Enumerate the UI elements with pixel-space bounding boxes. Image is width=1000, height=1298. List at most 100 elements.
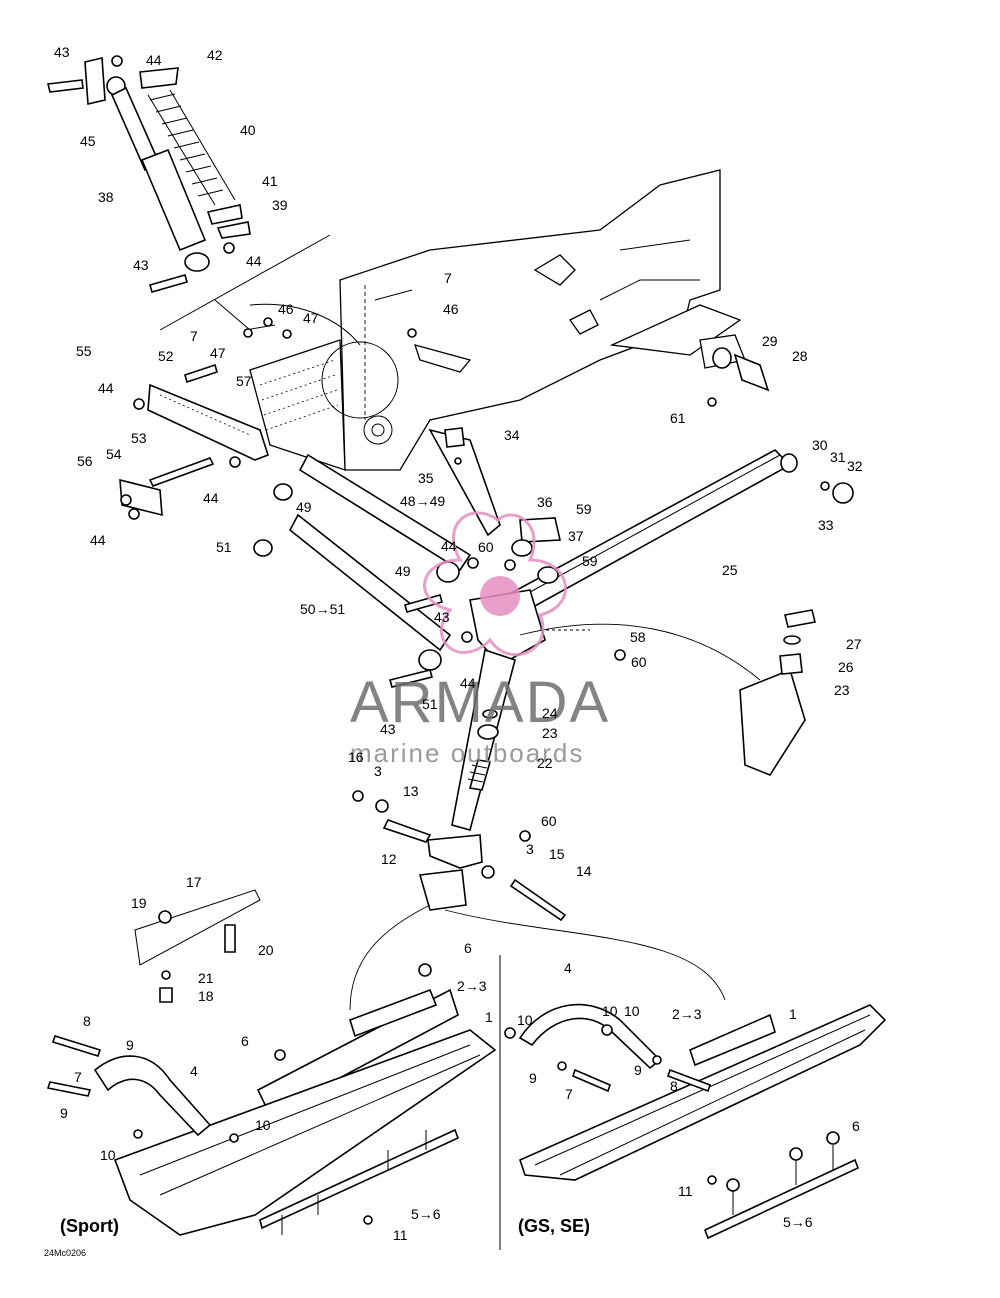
callout-44: 44 (460, 675, 476, 691)
callout-43: 43 (54, 44, 70, 60)
callout-54: 54 (106, 446, 122, 462)
callout-11: 11 (393, 1227, 408, 1243)
callout-4: 4 (190, 1063, 198, 1079)
callout-9: 9 (529, 1070, 537, 1086)
callout-8: 8 (670, 1078, 678, 1094)
callout-7: 7 (444, 270, 452, 286)
callout-43: 43 (380, 721, 396, 737)
sport-ski-assembly (46, 889, 497, 1236)
callout-59: 59 (582, 553, 598, 569)
callout-52: 52 (158, 348, 174, 364)
callout-60: 60 (541, 813, 557, 829)
callout-60: 60 (478, 539, 494, 555)
callout-21: 21 (198, 970, 214, 986)
callout-9: 9 (126, 1037, 134, 1053)
callout-10: 10 (624, 1003, 640, 1019)
chassis-frame (159, 169, 746, 471)
callout-38: 38 (98, 189, 114, 205)
callout-3: 3 (526, 841, 534, 857)
callout-27: 27 (846, 636, 862, 652)
callout-37: 37 (568, 528, 584, 544)
spindle-inset (519, 609, 816, 776)
callout-42: 42 (207, 47, 223, 63)
callout-4: 4 (564, 960, 572, 976)
callout-56: 56 (77, 453, 93, 469)
callout-40: 40 (240, 122, 256, 138)
callout-31: 31 (830, 449, 846, 465)
watermark-brand: ARMADA (350, 670, 610, 735)
callout-47: 47 (210, 345, 226, 361)
callout-48-49: 48→49 (400, 493, 445, 509)
callout-46: 46 (443, 301, 459, 317)
callout-7: 7 (74, 1069, 82, 1085)
callout-50-51: 50→51 (300, 601, 345, 617)
watermark-logo-icon (423, 511, 567, 657)
callout-47: 47 (303, 310, 319, 326)
callout-23: 23 (542, 725, 558, 741)
callout-16: 16 (348, 749, 364, 765)
gs-se-ski-assembly (444, 909, 887, 1250)
callout-13: 13 (403, 783, 419, 799)
callout-18: 18 (198, 988, 214, 1004)
callout-26: 26 (838, 659, 854, 675)
suspension-arms (119, 289, 479, 688)
callout-7: 7 (565, 1086, 573, 1102)
callout-3: 3 (374, 763, 382, 779)
callout-35: 35 (418, 470, 434, 486)
callout-59: 59 (576, 501, 592, 517)
callout-19: 19 (131, 895, 147, 911)
callout-49: 49 (395, 563, 411, 579)
callout-1: 1 (485, 1009, 493, 1025)
callout-36: 36 (537, 494, 553, 510)
callout-51: 51 (422, 696, 438, 712)
callout-5-6: 5→6 (411, 1206, 441, 1222)
callout-5-6: 5→6 (783, 1214, 813, 1230)
callout-10: 10 (602, 1003, 618, 1019)
callout-23: 23 (834, 682, 850, 698)
callout-25: 25 (722, 562, 738, 578)
callout-24: 24 (542, 705, 558, 721)
drawing-code: 24Mc0206 (44, 1248, 86, 1258)
callout-46: 46 (278, 301, 294, 317)
shock-absorber (47, 55, 251, 293)
callout-41: 41 (262, 173, 278, 189)
callout-14: 14 (576, 863, 592, 879)
callout-28: 28 (792, 348, 808, 364)
callout-8: 8 (83, 1013, 91, 1029)
callout-43: 43 (434, 609, 450, 625)
callout-44: 44 (146, 52, 162, 68)
callout-6: 6 (241, 1033, 249, 1049)
callout-2-3: 2→3 (672, 1006, 702, 1022)
callout-58: 58 (630, 629, 646, 645)
callout-34: 34 (504, 427, 520, 443)
callout-22: 22 (537, 755, 553, 771)
callout-10: 10 (255, 1117, 271, 1133)
callout-6: 6 (464, 940, 472, 956)
callout-6: 6 (852, 1118, 860, 1134)
callout-2-3: 2→3 (457, 978, 487, 994)
callout-29: 29 (762, 333, 778, 349)
callout-30: 30 (812, 437, 828, 453)
callout-57: 57 (236, 373, 252, 389)
callout-15: 15 (549, 846, 565, 862)
watermark: ARMADA marine outboards (350, 511, 610, 768)
callout-43: 43 (133, 257, 149, 273)
callout-32: 32 (847, 458, 863, 474)
callout-39: 39 (272, 197, 288, 213)
callout-53: 53 (131, 430, 147, 446)
callout-10: 10 (100, 1147, 116, 1163)
callout-60: 60 (631, 654, 647, 670)
callout-9: 9 (60, 1105, 68, 1121)
callout-11: 11 (678, 1183, 693, 1199)
watermark-tagline: marine outboards (350, 738, 584, 768)
callout-17: 17 (186, 874, 202, 890)
callout-44: 44 (98, 380, 114, 396)
callout-55: 55 (76, 343, 92, 359)
callout-44: 44 (441, 538, 457, 554)
callout-44: 44 (246, 253, 262, 269)
callout-7: 7 (190, 328, 198, 344)
callout-10: 10 (517, 1012, 533, 1028)
callout-1: 1 (789, 1006, 797, 1022)
